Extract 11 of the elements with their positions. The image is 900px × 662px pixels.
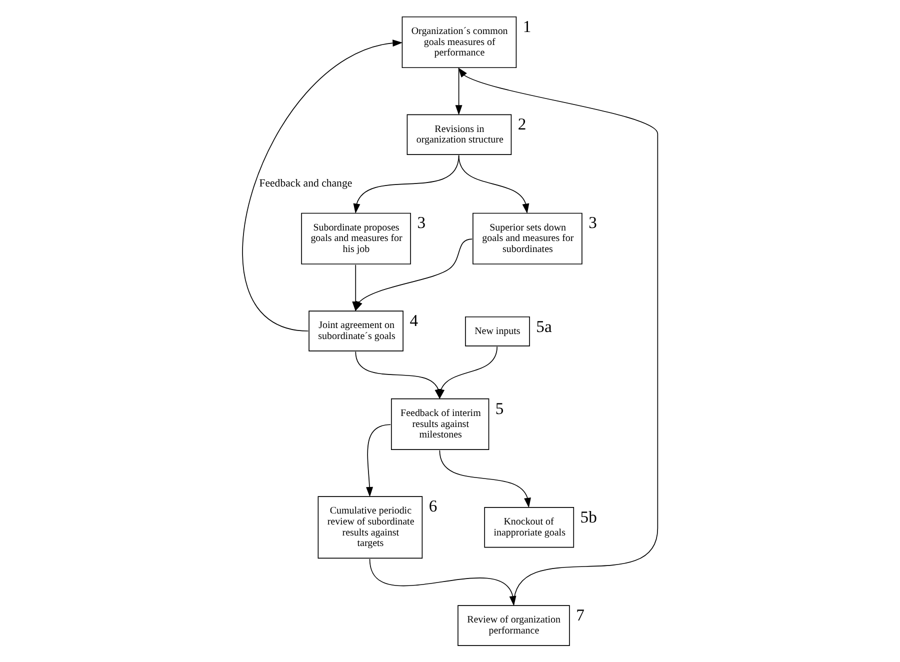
node-label: 6	[428, 496, 438, 516]
node-label: 3	[588, 213, 597, 232]
node-label: 7	[576, 606, 584, 625]
node-label: 5a	[536, 316, 552, 336]
node-label: 5b	[580, 507, 597, 526]
edge-label: Feedback and change	[259, 178, 352, 190]
node-label: 4	[410, 311, 418, 330]
node-label: 3	[417, 213, 426, 232]
node-label: 2	[518, 114, 526, 134]
node-label: 5	[495, 398, 504, 418]
node-label: 1	[522, 16, 532, 36]
